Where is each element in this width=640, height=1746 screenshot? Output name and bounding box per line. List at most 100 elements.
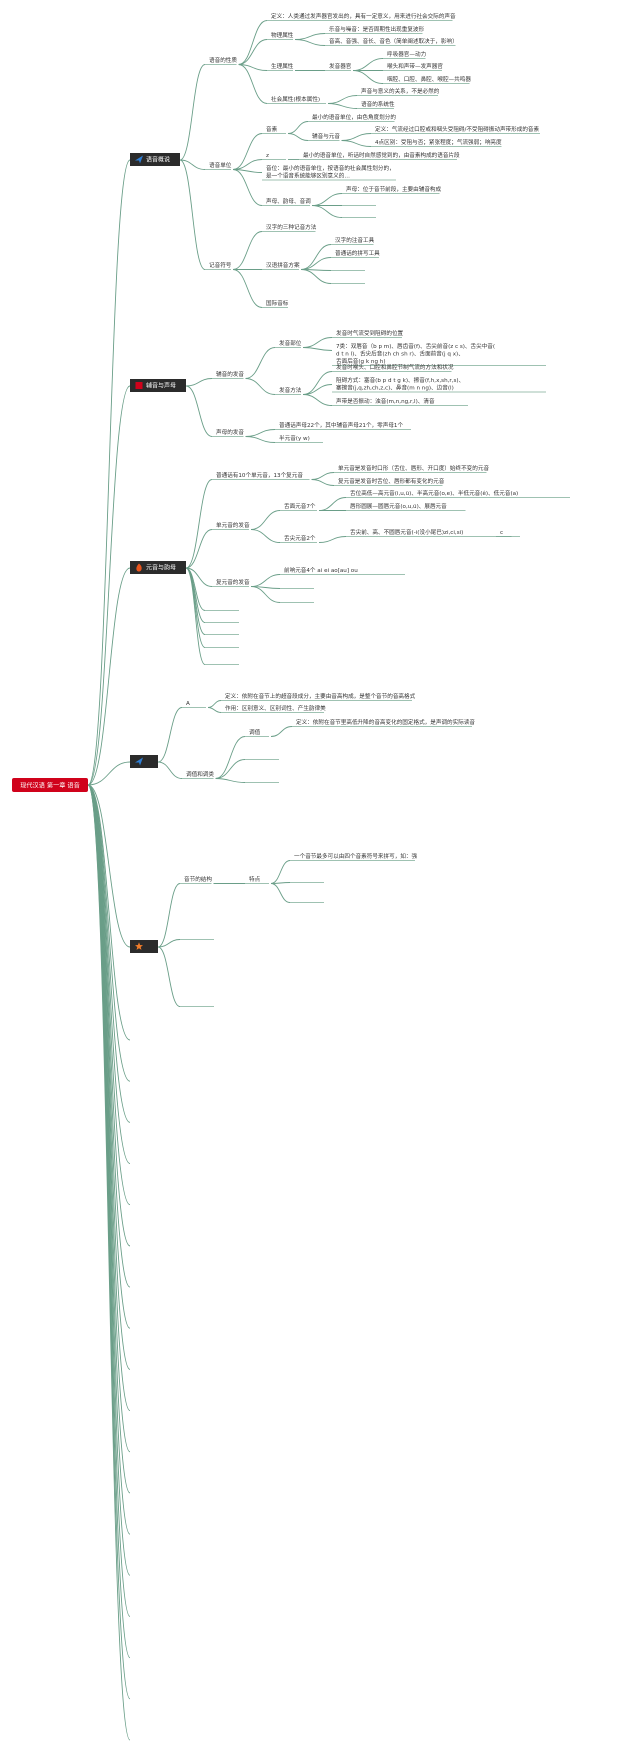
branch-line bbox=[300, 244, 332, 270]
branch-line bbox=[215, 759, 246, 779]
branch-line bbox=[302, 371, 333, 395]
node-label: 记音符号 bbox=[209, 261, 232, 269]
node-label: 复元音是发音时舌位、唇形都有变化的元音 bbox=[338, 477, 445, 485]
branch-line bbox=[185, 385, 213, 437]
node-label: 前响元音4个 ai ei ao[au] ou bbox=[284, 566, 358, 574]
node-label: 汉语拼音方案 bbox=[266, 261, 300, 269]
node-label: 普通话的拼写工具 bbox=[335, 249, 380, 257]
paper-plane-icon bbox=[135, 757, 143, 766]
branch-line bbox=[294, 39, 326, 46]
node-label: c bbox=[500, 530, 503, 536]
branch-line bbox=[302, 337, 333, 348]
node-label: 发音部位 bbox=[279, 339, 302, 347]
node-label: 特点 bbox=[249, 875, 261, 883]
node-label: 辅音的发音 bbox=[216, 370, 244, 378]
section-label: 元音与韵母 bbox=[146, 564, 176, 572]
branch-line bbox=[311, 472, 335, 480]
branch-line bbox=[215, 736, 246, 779]
fire-icon bbox=[136, 563, 142, 572]
branch-line bbox=[232, 169, 263, 173]
branch-line bbox=[302, 394, 333, 406]
node-label: 声音与意义的关系，不是必然的 bbox=[361, 87, 440, 95]
flag-icon bbox=[135, 382, 143, 389]
node-underlines bbox=[180, 20, 570, 1007]
section-node-5[interactable] bbox=[130, 940, 158, 953]
root-label: 现代汉语 第一章 语音 bbox=[20, 782, 80, 790]
node-label-line: d t n l)、舌尖后音(zh ch sh r)、舌面前音(j q x)、 bbox=[336, 350, 464, 358]
node-label: z bbox=[266, 153, 269, 159]
node-label: 一个音节最多可以由四个音素符号来拼写，如：强 bbox=[294, 852, 417, 860]
node-label: 国际音标 bbox=[266, 299, 289, 307]
node-label: 定义：依附在音节里高低升降的音高变化的固定格式，是声调的实际读音 bbox=[296, 718, 475, 726]
node-label: 定义：人类通过发声器官发出的，具有一定意义，用来进行社会交际的声音 bbox=[271, 12, 456, 20]
paper-plane-icon bbox=[135, 155, 143, 164]
branch-line bbox=[287, 133, 309, 141]
node-label: 社会属性(根本属性) bbox=[271, 95, 320, 103]
node-label: 复元音的发音 bbox=[216, 578, 250, 586]
node-label-line: 音位：最小的语音单位，按语音的社会属性划分的， bbox=[266, 164, 395, 172]
node-labels: 现代汉语 第一章 语音语音概说语音的性质定义：人类通过发声器官发出的，具有一定意… bbox=[12, 12, 540, 953]
section-label: 辅音与声母 bbox=[146, 382, 176, 390]
branch-line bbox=[185, 479, 213, 569]
node-label: 发音时气流受到阻碍的位置 bbox=[336, 329, 404, 337]
branch-line bbox=[318, 536, 347, 543]
root-node[interactable] bbox=[12, 778, 88, 792]
root-branch-line bbox=[87, 761, 131, 786]
branch-line bbox=[311, 479, 335, 486]
branch-line bbox=[270, 883, 291, 903]
node-label: 汉字的三种记音方法 bbox=[266, 223, 317, 231]
branch-line bbox=[341, 140, 372, 147]
star-icon bbox=[135, 942, 143, 950]
node-label: 舌尖元音2个 bbox=[284, 534, 316, 542]
node-label: 定义：依附在音节上的超音段成分，主要由音高构成，是整个音节的音高格式 bbox=[225, 692, 416, 700]
branch-line bbox=[179, 64, 206, 161]
branch-line bbox=[287, 121, 309, 134]
branch-line bbox=[238, 64, 268, 104]
root-branch-line bbox=[87, 159, 131, 786]
branch-line bbox=[302, 384, 333, 395]
branch-line bbox=[207, 707, 222, 713]
node-label: 发音方法 bbox=[279, 386, 302, 394]
node-label: 语音的系统性 bbox=[361, 100, 395, 108]
node-label: 音高、音强、音长、音色（简单阐述取决于，影响） bbox=[329, 37, 458, 45]
branch-line bbox=[185, 567, 206, 648]
branch-line bbox=[238, 64, 268, 71]
node-label: 舌位高低—高元音(i,u,ü)、半高元音(o,e)、半低元音(ê)、低元音(a) bbox=[350, 489, 518, 497]
node-label-line: 塞擦音(j,q,zh,ch,z,c)、鼻音(m n ng)、边音(l) bbox=[336, 384, 454, 392]
empty-branch-line bbox=[87, 784, 131, 1535]
node-label: 发音时喉头、口腔和鼻腔节制气流的方法和状况 bbox=[336, 363, 454, 371]
root-branch-line bbox=[87, 567, 131, 786]
connector-lines bbox=[87, 20, 512, 1741]
branch-line bbox=[245, 378, 276, 395]
branch-line bbox=[157, 707, 183, 763]
node-label: 音素 bbox=[266, 125, 278, 133]
node-label: 半元音(y w) bbox=[279, 434, 310, 442]
branch-line bbox=[311, 205, 343, 218]
node-label: A bbox=[186, 701, 190, 707]
node-label: 音节的结构 bbox=[184, 875, 212, 883]
node-label: 4点区别：受阻与否；紧张程度；气流强弱；响亮度 bbox=[375, 138, 502, 146]
branch-line bbox=[157, 883, 181, 948]
section-node-4[interactable] bbox=[130, 755, 158, 768]
section-node-3[interactable] bbox=[130, 561, 186, 574]
node-label: 最小的语音单位，听话时自然感觉到的，由音素构成的语音片段 bbox=[303, 151, 460, 159]
node-label: 单元音的发音 bbox=[216, 521, 250, 529]
branch-line bbox=[232, 133, 263, 170]
branch-line bbox=[327, 95, 358, 104]
empty-branch-line bbox=[87, 784, 131, 1412]
node-label: 舌面元音7个 bbox=[284, 502, 316, 510]
root-branch-line bbox=[87, 784, 131, 948]
node-label: 声母：位于音节前段，主要由辅音构成 bbox=[346, 185, 442, 193]
node-label: 汉字的注音工具 bbox=[335, 236, 375, 244]
node-label: 生理属性 bbox=[271, 62, 294, 70]
branch-line bbox=[245, 429, 276, 437]
empty-branch-line bbox=[87, 784, 131, 1576]
branch-line bbox=[185, 378, 213, 387]
section-node-2[interactable] bbox=[130, 379, 186, 392]
branch-line bbox=[302, 347, 333, 351]
node-label: 辅音与元音 bbox=[312, 132, 340, 140]
node-label: 定义：气流经过口腔或和咽头受阻碍/不受阻碍振动声带形成的音素 bbox=[375, 125, 540, 133]
branch-line bbox=[352, 58, 384, 71]
node-label: 声母、韵母、音调 bbox=[266, 197, 311, 205]
node-label: 发音器官 bbox=[329, 62, 352, 70]
